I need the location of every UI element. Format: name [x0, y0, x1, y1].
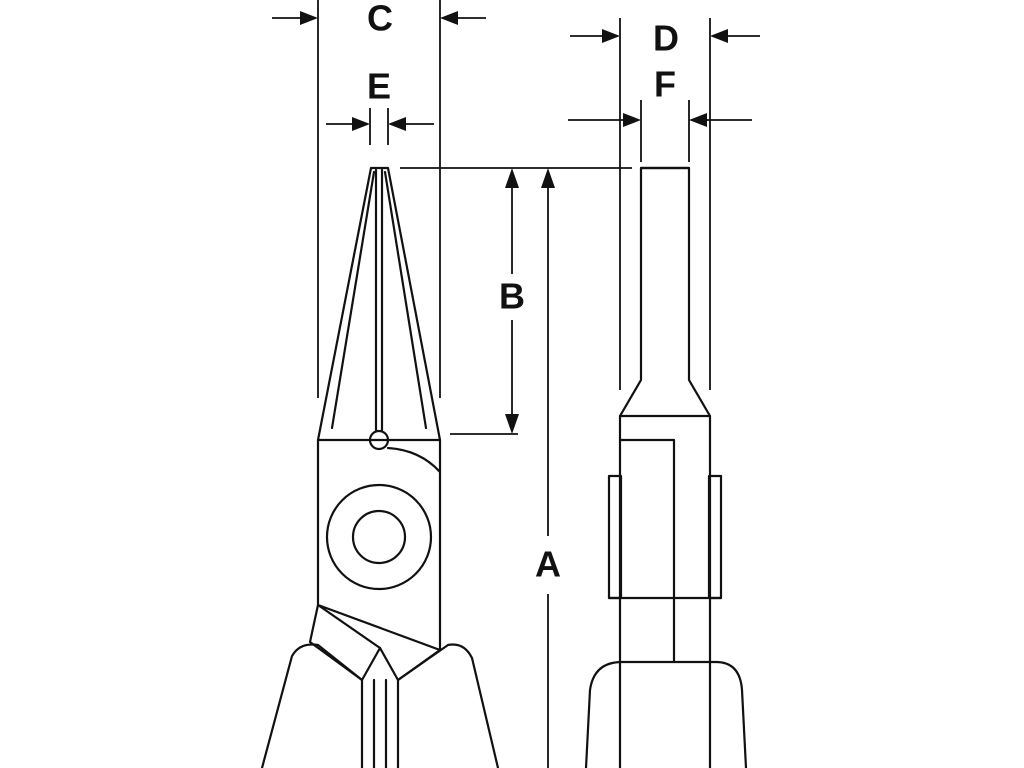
dimension-a: A [535, 168, 561, 768]
side-split-line [618, 438, 676, 664]
dimension-e: E [326, 66, 434, 131]
side-jaw-right [639, 166, 712, 768]
jaw-inner-right [383, 170, 428, 430]
label-a: A [535, 544, 561, 585]
dimension-f: F [568, 64, 752, 127]
left-linkage [308, 603, 382, 682]
c-arrow-left-head [300, 11, 318, 25]
c-arrow-right-head [440, 11, 458, 25]
dimension-b: B [400, 167, 632, 435]
left-handle [260, 643, 364, 768]
jaw-inner-left [330, 170, 376, 430]
d-arrow-left-head [602, 29, 620, 43]
b-arrow-bottom [505, 414, 519, 434]
dimension-d: D [570, 18, 760, 59]
e-arrow-right-head [388, 117, 406, 131]
body-outline [316, 438, 442, 652]
f-arrow-left-head [623, 113, 641, 127]
side-handle-grip [584, 660, 748, 768]
front-view [260, 0, 500, 768]
pivot-inner-circle [351, 509, 407, 565]
label-d: D [653, 18, 679, 59]
label-e: E [367, 66, 391, 107]
side-view [584, 18, 748, 768]
b-arrow-top [505, 168, 519, 188]
pivot-outer-circle [325, 483, 433, 591]
label-f: F [654, 64, 676, 105]
e-arrow-left-head [352, 117, 370, 131]
jaw-gap-circle [368, 429, 390, 451]
d-arrow-right-head [710, 29, 728, 43]
dimension-c: C [272, 0, 486, 39]
a-arrow-top [541, 168, 555, 188]
right-handle [396, 643, 500, 768]
label-b: B [499, 276, 525, 317]
side-jaw-left [618, 166, 643, 768]
right-linkage [378, 646, 442, 682]
label-c: C [367, 0, 393, 39]
f-arrow-right-head [689, 113, 707, 127]
